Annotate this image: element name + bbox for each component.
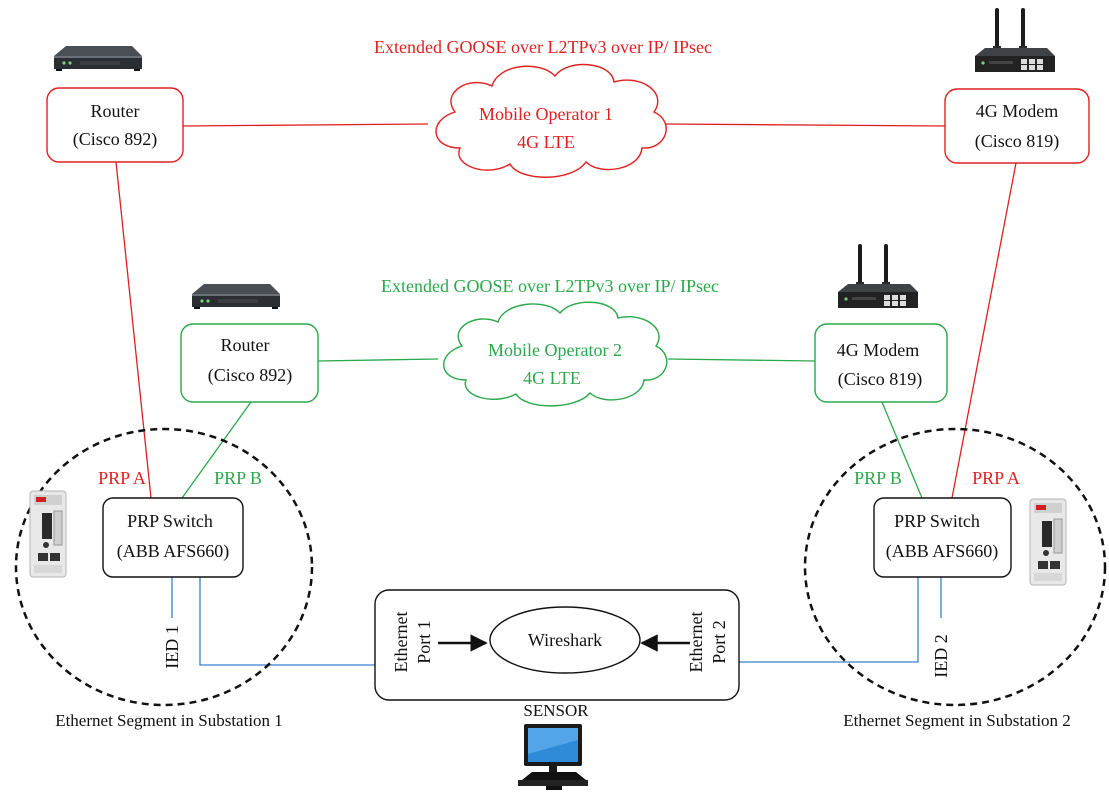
- modem-icon: [975, 8, 1055, 72]
- bottom-cloud-name: Mobile Operator 2: [488, 340, 622, 360]
- switch-device-icon: [1029, 498, 1067, 586]
- sub1-prp-b: PRP B: [214, 468, 262, 488]
- port-1-line1: Ethernet: [391, 612, 411, 673]
- modem-icon: [838, 244, 918, 308]
- substation-1-label: Ethernet Segment in Substation 1: [55, 711, 283, 730]
- computer-icon: [518, 724, 588, 790]
- top-router-model: (Cisco 892): [73, 129, 158, 150]
- sub1-switch-name: PRP Switch: [127, 511, 213, 531]
- ied-2-label: IED 2: [931, 634, 951, 678]
- top-cloud: [435, 63, 667, 178]
- top-link-label: Extended GOOSE over L2TPv3 over IP/ IPse…: [374, 37, 712, 57]
- sub2-switch-name: PRP Switch: [894, 511, 980, 531]
- sub1-switch-model: (ABB AFS660): [117, 541, 230, 562]
- substation-1-boundary: [14, 427, 314, 707]
- top-cloud-name: Mobile Operator 1: [479, 104, 613, 124]
- bottom-router-model: (Cisco 892): [208, 365, 293, 386]
- top-router-box: [46, 87, 184, 163]
- top-modem-box: [944, 88, 1090, 164]
- bottom-router-box: [180, 323, 319, 403]
- sensor-label: SENSOR: [523, 701, 589, 720]
- port-2-line1: Ethernet: [686, 612, 706, 673]
- green-path: [181, 358, 923, 499]
- bottom-link-label: Extended GOOSE over L2TPv3 over IP/ IPse…: [381, 276, 719, 296]
- bottom-cloud: [443, 301, 668, 407]
- router-icon: [192, 284, 280, 309]
- sub2-switch-model: (ABB AFS660): [886, 541, 999, 562]
- bottom-modem-box: [814, 323, 948, 403]
- wireshark-node: [489, 606, 641, 674]
- bottom-modem-name: 4G Modem: [837, 340, 920, 360]
- bottom-router-name: Router: [221, 335, 270, 355]
- router-icon: [54, 46, 142, 71]
- top-router-name: Router: [91, 101, 140, 121]
- sub1-prp-switch-box: [102, 497, 244, 578]
- red-path: [115, 123, 1017, 499]
- sub2-prp-a: PRP A: [972, 468, 1020, 488]
- top-cloud-tech: 4G LTE: [517, 132, 575, 152]
- sub2-prp-b: PRP B: [854, 468, 902, 488]
- switch-device-icon: [29, 490, 67, 578]
- port-2-line2: Port 2: [709, 620, 729, 664]
- port-1-line2: Port 1: [414, 620, 434, 664]
- top-modem-name: 4G Modem: [976, 101, 1059, 121]
- bottom-modem-model: (Cisco 819): [838, 369, 923, 390]
- top-modem-model: (Cisco 819): [975, 131, 1060, 152]
- substation-2-boundary: [803, 427, 1107, 707]
- sub1-prp-a: PRP A: [98, 468, 146, 488]
- substation-2-label: Ethernet Segment in Substation 2: [843, 711, 1071, 730]
- wireshark-label: Wireshark: [528, 630, 602, 650]
- sub2-prp-switch-box: [873, 497, 1012, 578]
- bottom-cloud-tech: 4G LTE: [523, 368, 581, 388]
- ethernet-links: [171, 577, 942, 666]
- ied-1-label: IED 1: [162, 625, 182, 669]
